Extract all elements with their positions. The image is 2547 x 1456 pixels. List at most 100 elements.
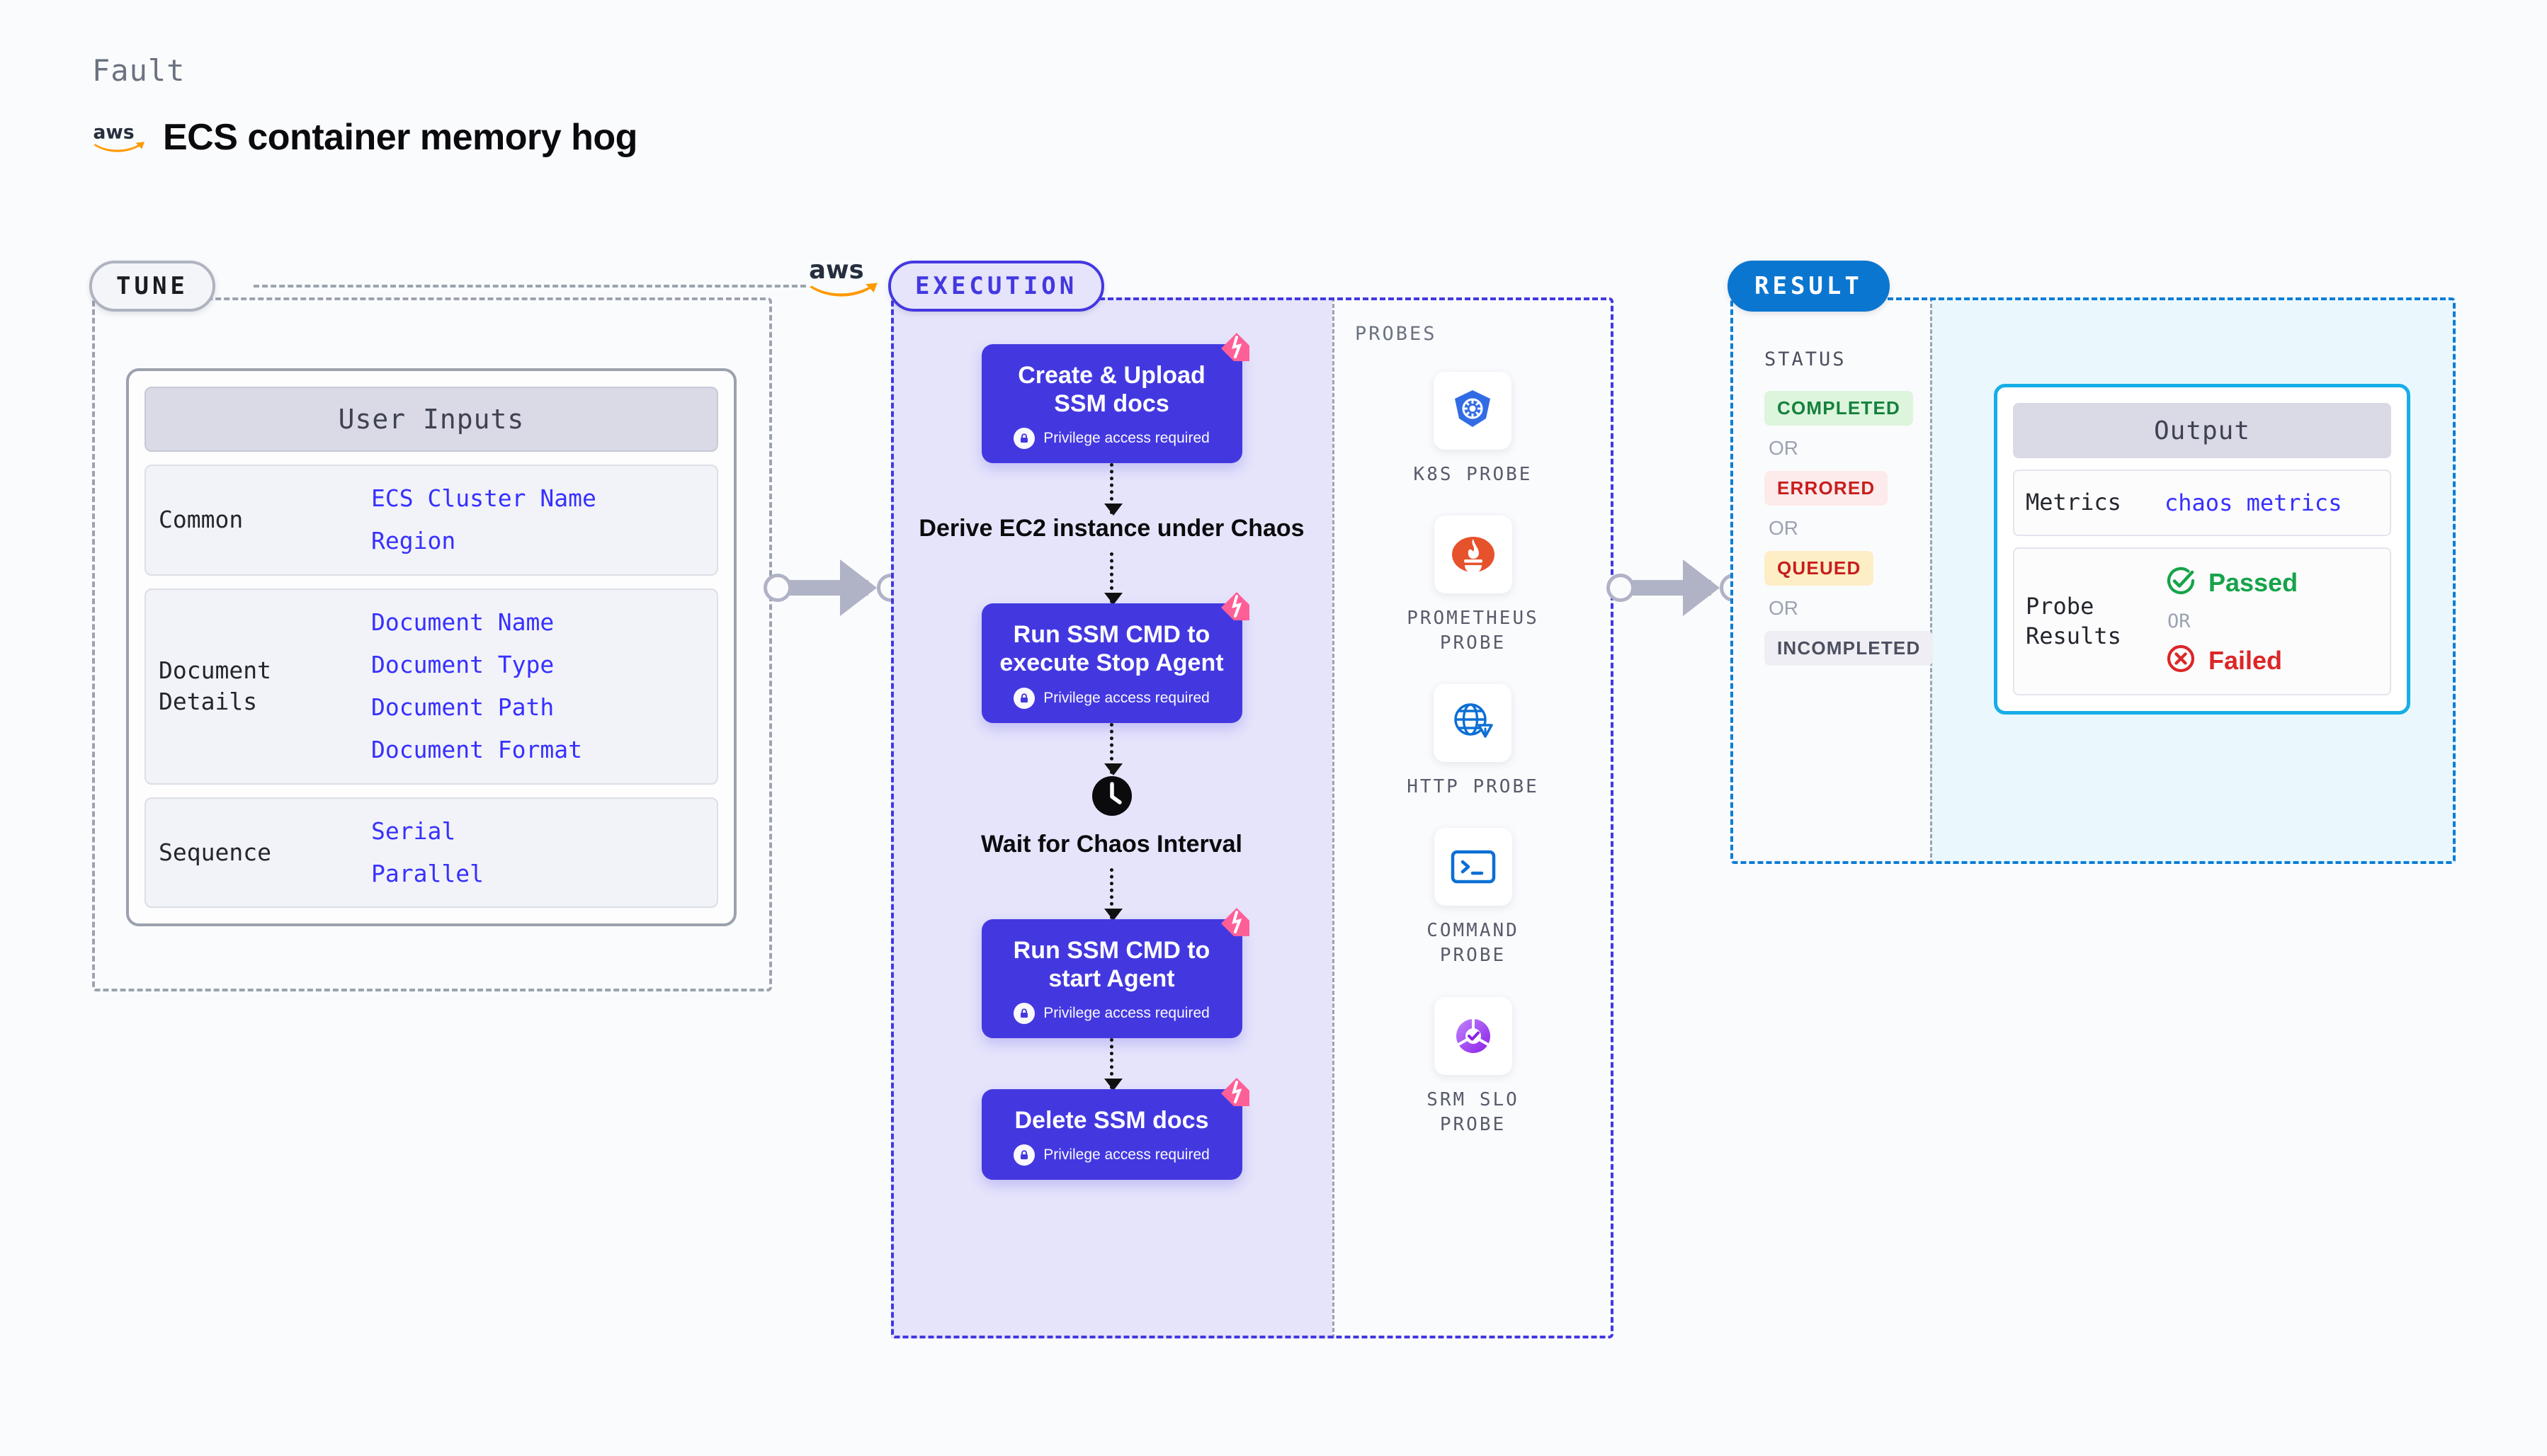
tune-stage-pill[interactable]: TUNE bbox=[89, 261, 215, 312]
status-badge-incompleted: INCOMPLETED bbox=[1764, 631, 1934, 666]
clock-icon bbox=[1090, 774, 1134, 821]
output-card-title: Output bbox=[2013, 403, 2391, 458]
aws-logo-icon: aws bbox=[92, 120, 147, 155]
execution-stage-border bbox=[891, 297, 1613, 1338]
execution-stage-pill[interactable]: EXECUTION bbox=[888, 261, 1105, 312]
check-circle-icon bbox=[2165, 564, 2197, 601]
http-globe-warning-icon bbox=[1434, 684, 1512, 763]
aws-logo-icon: aws bbox=[807, 254, 881, 304]
step-title: Delete SSM docs bbox=[1014, 1106, 1209, 1134]
probe-item-prometheus[interactable]: PROMETHEUS PROBE bbox=[1388, 516, 1558, 656]
execution-step-create-upload-ssm-docs[interactable]: Create & Upload SSM docs Privilege acces… bbox=[981, 333, 1249, 464]
input-group-sequence: Sequence Serial Parallel bbox=[144, 797, 718, 909]
status-badge-list: COMPLETED OR ERRORED OR QUEUED OR INCOMP… bbox=[1764, 391, 1934, 666]
step-privilege-note: Privilege access required bbox=[994, 1144, 1230, 1166]
input-field-parallel[interactable]: Parallel bbox=[371, 860, 484, 888]
execution-step-derive-ec2-instance: Derive EC2 instance under Chaos bbox=[919, 514, 1304, 542]
probe-label: K8S PROBE bbox=[1413, 464, 1533, 485]
privilege-note-text: Privilege access required bbox=[1043, 1146, 1210, 1163]
status-section-label: STATUS bbox=[1764, 348, 1847, 370]
probe-failed-label: Failed bbox=[2208, 645, 2283, 675]
output-row-metrics: Metrics chaos metrics bbox=[2013, 470, 2391, 536]
tune-dashed-connector bbox=[254, 285, 806, 288]
chaos-badge-icon bbox=[1215, 902, 1255, 945]
input-field-document-path[interactable]: Document Path bbox=[371, 693, 555, 722]
execution-flow: Create & Upload SSM docs Privilege acces… bbox=[891, 333, 1332, 1180]
probe-or-separator: OR bbox=[2167, 610, 2191, 632]
connector-execution-to-result bbox=[1606, 559, 1748, 616]
step-title: Derive EC2 instance under Chaos bbox=[919, 515, 1305, 542]
input-group-values: ECS Cluster Name Region bbox=[371, 484, 596, 555]
status-badge-completed: COMPLETED bbox=[1764, 391, 1914, 426]
probe-result-passed: Passed bbox=[2165, 564, 2298, 601]
execution-step-delete-ssm-docs[interactable]: Delete SSM docs Privilege access require… bbox=[981, 1077, 1249, 1180]
probe-item-http[interactable]: HTTP PROBE bbox=[1407, 684, 1539, 800]
page-kicker: Fault bbox=[92, 53, 186, 88]
execution-step-run-ssm-stop-agent[interactable]: Run SSM CMD to execute Stop Agent Privil… bbox=[981, 592, 1249, 723]
execution-probes-divider bbox=[1332, 297, 1334, 1338]
step-privilege-note: Privilege access required bbox=[994, 1002, 1230, 1024]
srm-slo-icon bbox=[1434, 996, 1512, 1075]
input-field-ecs-cluster-name[interactable]: ECS Cluster Name bbox=[371, 484, 596, 512]
probe-passed-label: Passed bbox=[2208, 567, 2298, 597]
chaos-badge-icon bbox=[1215, 327, 1255, 370]
input-group-label: Common bbox=[159, 506, 244, 534]
input-field-region[interactable]: Region bbox=[371, 527, 456, 555]
result-stage-pill[interactable]: RESULT bbox=[1728, 261, 1890, 312]
prometheus-icon bbox=[1434, 516, 1512, 594]
result-divider bbox=[1930, 297, 1932, 864]
output-card: Output Metrics chaos metrics Probe Resul… bbox=[1994, 384, 2410, 715]
chaos-badge-icon bbox=[1215, 586, 1255, 630]
probe-label: SRM SLO PROBE bbox=[1426, 1088, 1519, 1135]
result-stage: RESULT STATUS COMPLETED OR ERRORED OR QU… bbox=[1728, 261, 2456, 864]
lock-icon bbox=[1014, 687, 1036, 709]
privilege-note-text: Privilege access required bbox=[1043, 689, 1210, 706]
input-field-document-name[interactable]: Document Name bbox=[371, 608, 555, 636]
probe-label: HTTP PROBE bbox=[1407, 776, 1539, 798]
page-title-row: aws ECS container memory hog bbox=[92, 117, 638, 158]
probe-item-k8s[interactable]: K8S PROBE bbox=[1414, 372, 1533, 487]
probe-label: COMMAND PROBE bbox=[1426, 920, 1519, 967]
output-metrics-value[interactable]: chaos metrics bbox=[2165, 489, 2342, 516]
input-field-document-type[interactable]: Document Type bbox=[371, 650, 555, 678]
probe-item-command[interactable]: COMMAND PROBE bbox=[1388, 828, 1558, 968]
probe-result-failed: Failed bbox=[2165, 642, 2298, 678]
privilege-note-text: Privilege access required bbox=[1043, 1004, 1210, 1021]
page-title: ECS container memory hog bbox=[163, 117, 637, 158]
step-title: Wait for Chaos Interval bbox=[980, 830, 1243, 858]
input-field-document-format[interactable]: Document Format bbox=[371, 736, 583, 764]
input-group-label: Sequence bbox=[159, 838, 271, 866]
probe-results-values: Passed OR Failed bbox=[2165, 564, 2298, 678]
execution-step-run-ssm-start-agent[interactable]: Run SSM CMD to start Agent Privilege acc… bbox=[981, 907, 1249, 1038]
status-or-separator: OR bbox=[1769, 517, 1798, 539]
output-row-label: Metrics bbox=[2026, 489, 2121, 516]
connector-tune-to-execution bbox=[764, 559, 905, 616]
step-title: Run SSM CMD to start Agent bbox=[1013, 936, 1210, 992]
execution-stage: EXECUTION PROBES Create & Upload SSM doc… bbox=[888, 261, 1613, 1338]
status-or-separator: OR bbox=[1769, 437, 1798, 459]
kubernetes-icon bbox=[1434, 372, 1512, 450]
probe-item-srm-slo[interactable]: SRM SLO PROBE bbox=[1388, 996, 1558, 1137]
status-badge-queued: QUEUED bbox=[1764, 551, 1874, 586]
chaos-badge-icon bbox=[1215, 1072, 1255, 1115]
status-badge-errored: ERRORED bbox=[1764, 471, 1888, 506]
terminal-icon bbox=[1434, 828, 1512, 906]
probes-section-label: PROBES bbox=[1355, 323, 1437, 345]
close-circle-icon bbox=[2165, 642, 2197, 678]
status-or-separator: OR bbox=[1769, 597, 1798, 619]
input-field-serial[interactable]: Serial bbox=[371, 817, 456, 845]
probe-label: PROMETHEUS PROBE bbox=[1407, 608, 1539, 654]
step-title: Create & Upload SSM docs bbox=[1018, 362, 1206, 418]
flow-arrow bbox=[1104, 463, 1123, 516]
flow-arrow bbox=[1104, 868, 1123, 921]
svg-text:aws: aws bbox=[809, 256, 864, 285]
output-row-label: Probe Results bbox=[2026, 592, 2121, 649]
flow-arrow bbox=[1104, 722, 1123, 775]
step-privilege-note: Privilege access required bbox=[994, 687, 1230, 709]
input-group-values: Serial Parallel bbox=[371, 817, 484, 888]
input-group-common: Common ECS Cluster Name Region bbox=[144, 465, 718, 576]
tune-stage: TUNE aws User Inputs Common ECS Cluster … bbox=[89, 256, 878, 991]
lock-icon bbox=[1014, 428, 1036, 450]
lock-icon bbox=[1014, 1144, 1036, 1166]
